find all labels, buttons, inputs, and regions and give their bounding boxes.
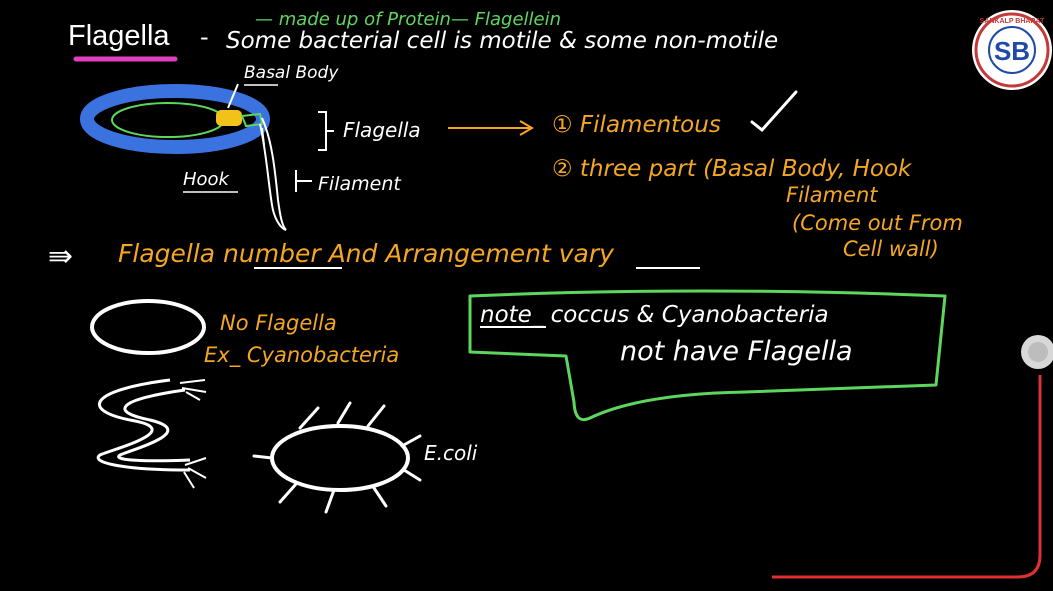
implies-arrow: ⇛ [48, 239, 73, 274]
point-come-out: (Come out From [792, 211, 963, 235]
filament-left-edge [261, 117, 287, 231]
arrangement-heading: Flagella number And Arrangement vary [118, 239, 615, 268]
ecoli-body [270, 424, 410, 492]
point-three-parts: ② three part (Basal Body, Hook [552, 156, 913, 182]
logo-inner-disc [988, 26, 1036, 74]
no-flagella-label: No Flagella [220, 311, 337, 335]
basal-pointer [227, 83, 239, 109]
point-filamentous: ① Filamentous [552, 112, 721, 138]
spiral-body-outer [96, 378, 191, 472]
hook [240, 112, 264, 128]
logo-monogram: SB [994, 36, 1030, 66]
atrichous-cell [90, 299, 206, 355]
ecoli-label: E.coli [424, 441, 478, 465]
arrow-head [519, 120, 534, 136]
note-box [468, 289, 947, 422]
ecoli-flagella [252, 401, 422, 514]
flagella-bracket [318, 111, 334, 151]
basal-body [216, 110, 242, 126]
point-filament: Filament [786, 183, 878, 207]
cell-membrane [111, 102, 225, 138]
pointer-cable [772, 375, 1042, 579]
filament-label: Filament [318, 173, 402, 195]
ecoli-cell: E.coli [252, 401, 478, 514]
page-title: Flagella [68, 20, 170, 52]
checkmark-icon [750, 90, 798, 133]
title-dash: - [200, 23, 209, 51]
spiral-flagella-bottom [183, 457, 207, 489]
filament-right-edge [259, 123, 287, 231]
hook-label: Hook [183, 169, 231, 190]
filament-tip-mark [261, 127, 265, 146]
point-cell-wall: Cell wall) [843, 237, 939, 261]
presenter-pointer [772, 335, 1053, 579]
basal-body-label: Basal Body [244, 63, 339, 83]
sankalp-bharat-logo: SB SANKALP BHARAT [972, 10, 1052, 90]
motility-note: Some bacterial cell is motile & some non… [226, 28, 778, 54]
flagella-arrow [448, 120, 534, 136]
note-line-2: not have Flagella [620, 336, 853, 367]
bacterium-diagram: Basal Body Flagella Hook Filament [80, 63, 421, 231]
pointer-knob-center[interactable] [1028, 342, 1048, 362]
logo-ring-text: SANKALP BHARAT [980, 18, 1045, 25]
note-line-1: note_ coccus & Cyanobacteria [480, 302, 829, 328]
example-label: Ex_ Cyanobacteria [204, 343, 399, 368]
protein-note: — made up of Protein— Flagellein [255, 9, 561, 30]
spiral-body-inner [117, 388, 191, 463]
filament-bracket [295, 170, 312, 192]
logo-border [974, 12, 1050, 88]
spiral-bacterium [96, 378, 207, 489]
spiral-flagella-top [179, 379, 207, 401]
flagella-label: Flagella [343, 118, 421, 142]
